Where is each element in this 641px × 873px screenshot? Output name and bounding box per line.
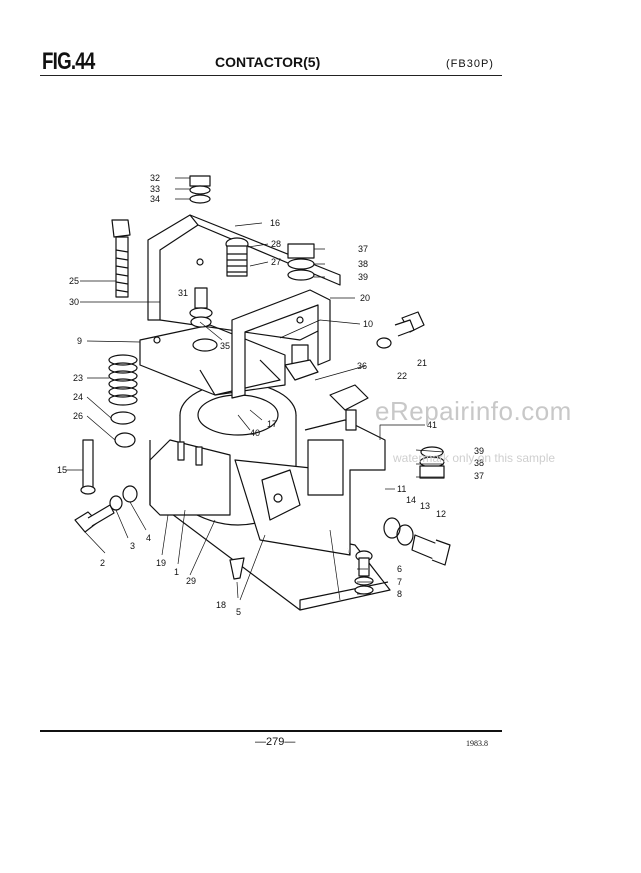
washer-22 bbox=[376, 337, 392, 349]
callout-14: 14 bbox=[406, 495, 416, 505]
part-callouts: 32 33 34 16 28 27 37 38 39 20 10 21 22 3… bbox=[57, 173, 484, 617]
callout-27: 27 bbox=[271, 257, 281, 267]
callout-7: 7 bbox=[397, 577, 402, 587]
callout-23: 23 bbox=[73, 373, 83, 383]
bolt-25 bbox=[111, 219, 131, 298]
callout-38-side: 38 bbox=[474, 458, 484, 468]
screw-31 bbox=[189, 287, 213, 328]
callout-31: 31 bbox=[178, 288, 188, 298]
screw-18 bbox=[229, 557, 245, 580]
callout-15: 15 bbox=[57, 465, 67, 475]
washer-24 bbox=[110, 411, 136, 425]
callout-38-top: 38 bbox=[358, 259, 368, 269]
callout-25: 25 bbox=[69, 276, 79, 286]
nut-stack-top bbox=[189, 175, 211, 204]
callout-33: 33 bbox=[150, 184, 160, 194]
page-number: —279— bbox=[255, 736, 296, 748]
screw-stack bbox=[354, 550, 374, 595]
callout-40: 40 bbox=[250, 428, 260, 438]
bolt-2 bbox=[74, 504, 115, 533]
callout-17: 17 bbox=[267, 419, 277, 429]
callout-18: 18 bbox=[216, 600, 226, 610]
callout-26: 26 bbox=[73, 411, 83, 421]
callout-6: 6 bbox=[397, 564, 402, 574]
spring-23 bbox=[108, 354, 138, 406]
callout-2: 2 bbox=[100, 558, 105, 568]
callout-16: 16 bbox=[270, 218, 280, 228]
page-title: CONTACTOR(5) bbox=[215, 54, 321, 70]
callout-39-side: 39 bbox=[474, 446, 484, 456]
callout-34: 34 bbox=[150, 194, 160, 204]
callout-30: 30 bbox=[69, 297, 79, 307]
nut-stack-side bbox=[419, 446, 445, 479]
washer-3 bbox=[109, 495, 123, 511]
callout-36: 36 bbox=[357, 361, 367, 371]
callout-13: 13 bbox=[420, 501, 430, 511]
callout-37-side: 37 bbox=[474, 471, 484, 481]
callout-1: 1 bbox=[174, 567, 179, 577]
footer-rule bbox=[40, 730, 502, 732]
upper-bracket bbox=[147, 214, 199, 321]
callout-29: 29 bbox=[186, 576, 196, 586]
model-code: (FB30P) bbox=[446, 58, 494, 70]
callout-4: 4 bbox=[146, 533, 151, 543]
washer-4 bbox=[122, 485, 138, 503]
print-date: 1983.8 bbox=[466, 739, 488, 748]
nut-26 bbox=[114, 432, 136, 448]
watermark-site: eRepairinfo.com bbox=[375, 396, 572, 426]
watermark-note: watermark only on this sample bbox=[393, 451, 556, 465]
header-rule bbox=[40, 75, 502, 76]
callout-8: 8 bbox=[397, 589, 402, 599]
bolt-41 bbox=[329, 384, 369, 431]
pin-15 bbox=[82, 439, 94, 489]
u-bracket bbox=[231, 289, 331, 399]
callout-3: 3 bbox=[130, 541, 135, 551]
stud-28 bbox=[225, 237, 249, 277]
callout-35: 35 bbox=[220, 341, 230, 351]
bolt-12 bbox=[383, 517, 451, 566]
callout-39-top: 39 bbox=[358, 272, 368, 282]
callout-32: 32 bbox=[150, 173, 160, 183]
callout-5: 5 bbox=[236, 607, 241, 617]
callout-11: 11 bbox=[397, 484, 406, 494]
callout-28: 28 bbox=[271, 239, 281, 249]
callout-37-top: 37 bbox=[358, 244, 368, 254]
callout-20: 20 bbox=[360, 293, 370, 303]
figure-number: FIG.44 bbox=[42, 48, 95, 75]
callout-19: 19 bbox=[156, 558, 166, 568]
callout-10: 10 bbox=[363, 319, 373, 329]
callout-21: 21 bbox=[417, 358, 427, 368]
nut-stack-right bbox=[287, 243, 315, 281]
callout-22: 22 bbox=[397, 371, 407, 381]
terminal-bolt bbox=[284, 344, 319, 381]
callout-24: 24 bbox=[73, 392, 83, 402]
callout-41: 41 bbox=[427, 420, 437, 430]
callout-12: 12 bbox=[436, 509, 446, 519]
callout-9: 9 bbox=[77, 336, 82, 346]
bolt-21 bbox=[394, 311, 425, 337]
